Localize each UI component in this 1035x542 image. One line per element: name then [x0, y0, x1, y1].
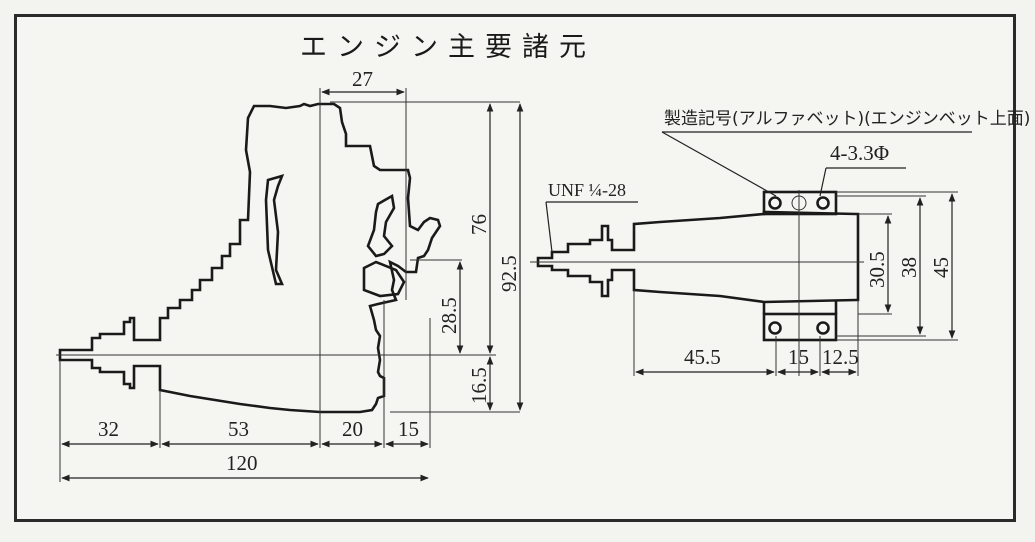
mount-hole-icon	[816, 321, 830, 335]
drawing-frame	[14, 14, 1016, 522]
dim-16-5: 16.5	[467, 367, 491, 404]
dim-15-bottom: 15	[788, 345, 809, 369]
dim-45: 45	[929, 257, 953, 278]
leader-line	[545, 201, 553, 253]
mount-lug-bottom	[762, 312, 838, 342]
dim-38: 38	[897, 257, 921, 278]
dim-92-5: 92.5	[497, 255, 521, 292]
dim-32: 32	[98, 417, 119, 441]
crankshaft-front	[536, 210, 860, 304]
mount-hole-icon	[768, 196, 782, 210]
engine-side-outline	[58, 102, 442, 414]
dim-76: 76	[467, 214, 491, 235]
carburetor-block	[362, 260, 406, 298]
dim-15-side: 15	[398, 417, 419, 441]
mount-lug-top	[762, 190, 838, 216]
dim-20: 20	[342, 417, 363, 441]
thread-label: UNF ¼-28	[548, 180, 626, 200]
dim-28-5: 28.5	[437, 297, 461, 334]
dim-27: 27	[352, 67, 373, 91]
side-view: 27 76 92.5 28.5 16.5 32 53 20 15 120	[56, 67, 524, 482]
mount-hole-icon	[768, 321, 782, 335]
page-title: エンジン主要諸元	[300, 32, 596, 63]
dim-30-5: 30.5	[865, 251, 889, 288]
cooling-fin-left	[264, 174, 285, 286]
cooling-fin-right	[366, 193, 396, 258]
serial-mark-note: 製造記号(アルファベット)(エンジンベット上面)	[664, 109, 1030, 129]
leader-line	[819, 167, 827, 197]
dim-120: 120	[226, 451, 258, 475]
mount-hole-icon	[816, 196, 830, 210]
dim-12-5: 12.5	[822, 345, 859, 369]
dim-45-5: 45.5	[684, 345, 721, 369]
mount-holes-label: 4-3.3Φ	[830, 141, 889, 165]
bottom-view: 製造記号(アルファベット)(エンジンベット上面) 4-3.3Φ UNF ¼-28…	[530, 109, 1030, 376]
leader-line	[661, 131, 777, 197]
dim-53: 53	[228, 417, 249, 441]
